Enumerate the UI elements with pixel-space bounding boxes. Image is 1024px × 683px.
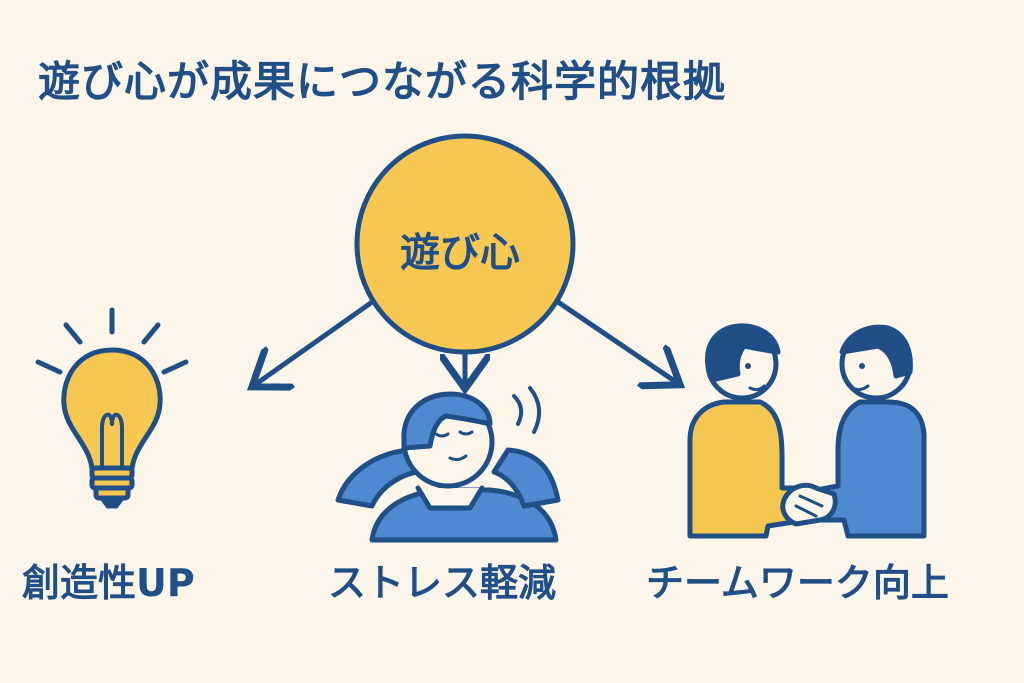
outcome-label-creativity: 創造性UP	[22, 561, 195, 605]
outcome-label-stress-relief: ストレス軽減	[328, 561, 557, 605]
outcome-label-teamwork: チームワーク向上	[646, 561, 949, 605]
handshake-icon	[687, 323, 927, 539]
arrow-to-creativity	[256, 297, 377, 384]
page-title: 遊び心が成果につながる科学的根拠	[38, 57, 727, 106]
lightbulb-icon	[35, 307, 189, 509]
relaxed-person-icon	[335, 386, 561, 543]
center-label: 遊び心	[400, 230, 520, 276]
arrow-to-teamwork	[553, 297, 676, 382]
